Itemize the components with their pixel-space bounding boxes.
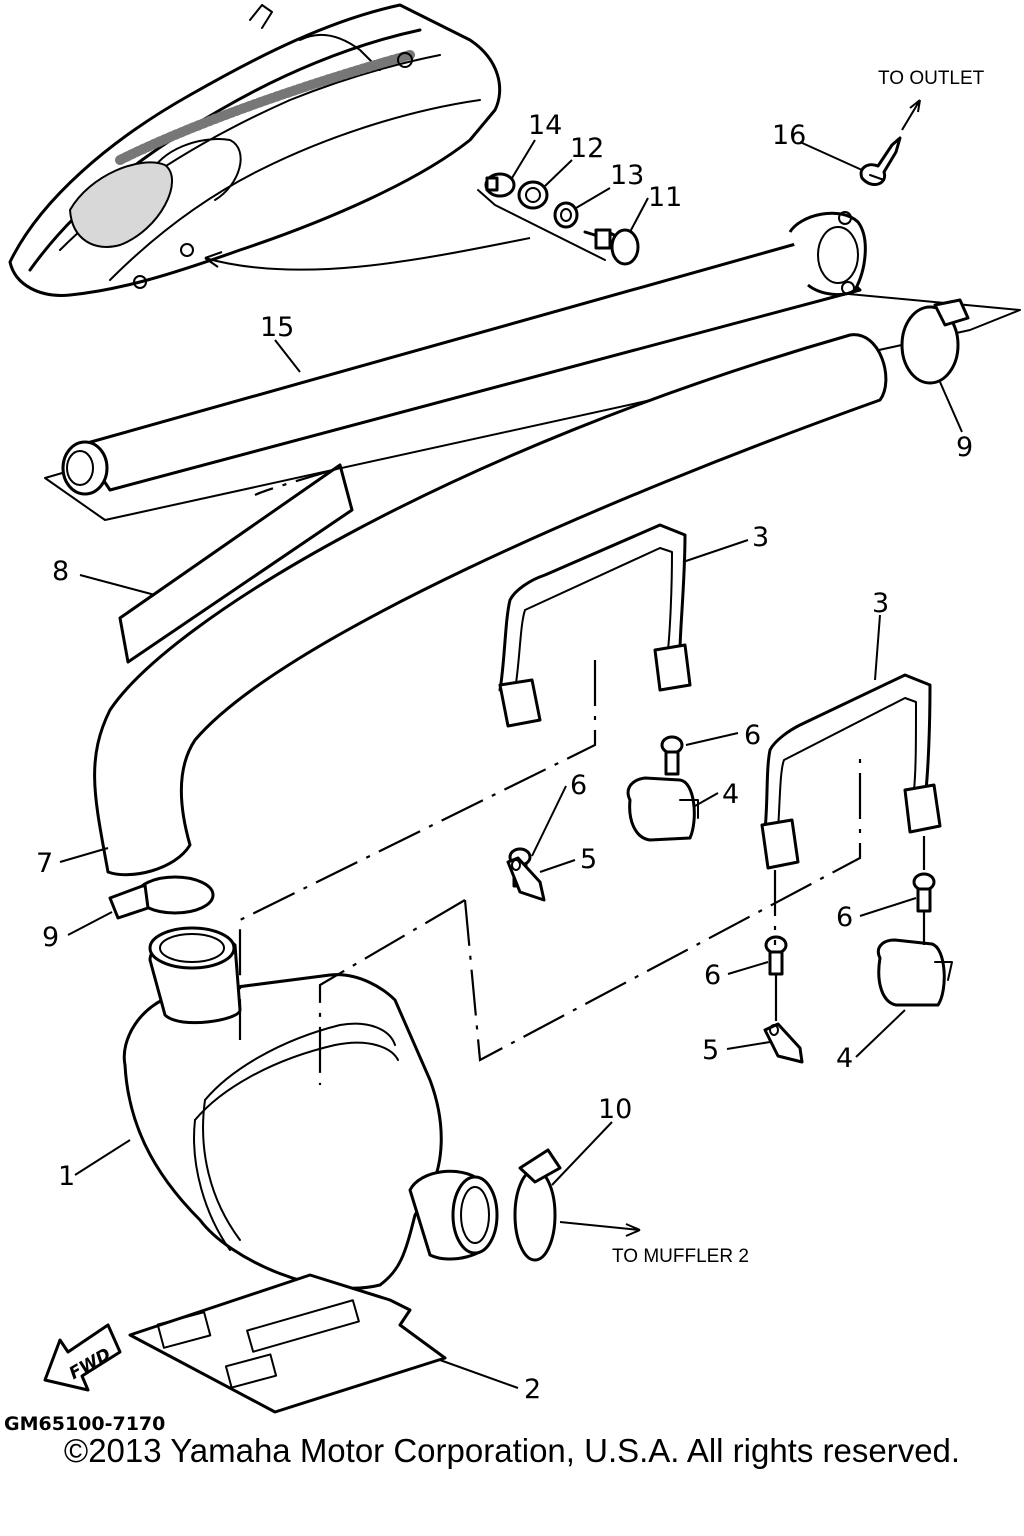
part-3-strap-lower — [760, 673, 942, 870]
watercraft-overview — [8, 3, 531, 297]
part-13-washer — [553, 201, 579, 229]
callout-10: 10 — [598, 1094, 632, 1125]
callout-6-b: 6 — [570, 770, 587, 801]
to-outlet-label: TO OUTLET — [878, 68, 985, 89]
callout-16: 16 — [772, 120, 806, 151]
callout-6-d: 6 — [704, 960, 721, 991]
callout-9-upper: 9 — [956, 432, 973, 463]
part-14-clamp — [484, 172, 516, 198]
callout-3-upper: 3 — [752, 522, 769, 553]
part-1-muffler — [122, 926, 499, 1290]
part-3-strap-upper — [498, 523, 692, 728]
diagram-code: GM65100-7170 — [4, 1413, 165, 1435]
callout-2: 2 — [524, 1374, 541, 1405]
part-12-nut — [517, 180, 549, 210]
callout-7: 7 — [36, 848, 53, 879]
callout-9-lower: 9 — [42, 922, 59, 953]
callout-numbers: 15 14 12 13 11 16 9 8 3 3 6 6 4 5 7 9 6 … — [36, 110, 973, 1405]
callout-14: 14 — [528, 110, 562, 141]
callout-11: 11 — [648, 182, 682, 213]
callout-3-lower: 3 — [872, 588, 889, 619]
part-4-block-b — [876, 938, 953, 1007]
callout-13: 13 — [610, 160, 644, 191]
callout-6-a: 6 — [744, 720, 761, 751]
part-15-exhaust-pipe — [44, 211, 1021, 521]
callout-4-b: 4 — [836, 1043, 853, 1074]
part-8-pad — [118, 463, 354, 664]
part-9-clamp-lower — [108, 875, 215, 920]
part-5-bracket-a — [506, 856, 546, 902]
part-16-fitting — [859, 136, 902, 187]
alignment-lines — [238, 466, 926, 1085]
callout-6-c: 6 — [836, 902, 853, 933]
part-7-hose — [93, 333, 888, 877]
callout-4-a: 4 — [722, 779, 739, 810]
callout-1: 1 — [58, 1161, 75, 1192]
callout-12: 12 — [570, 133, 604, 164]
part-2-plate — [128, 1273, 447, 1414]
leader-lines — [59, 139, 963, 1389]
part-11-fitting — [583, 228, 640, 266]
part-6-bolt-a — [660, 735, 684, 776]
part-4-block-a — [626, 776, 699, 842]
to-muffler-2-label: TO MUFFLER 2 — [612, 1246, 749, 1267]
part-10-clamp — [513, 1148, 562, 1262]
callout-5-a: 5 — [580, 844, 597, 875]
fitting-group — [477, 172, 640, 266]
callout-8: 8 — [52, 556, 69, 587]
callout-15: 15 — [260, 312, 294, 343]
part-6-bolt-c — [912, 872, 936, 913]
copyright-notice: ©2013 Yamaha Motor Corporation, U.S.A. A… — [63, 1432, 961, 1469]
part-9-clamp-upper — [900, 298, 970, 385]
part-5-bracket-b — [763, 1022, 804, 1064]
fwd-arrow-icon: FWD — [43, 1323, 122, 1392]
callout-5-b: 5 — [702, 1035, 719, 1066]
